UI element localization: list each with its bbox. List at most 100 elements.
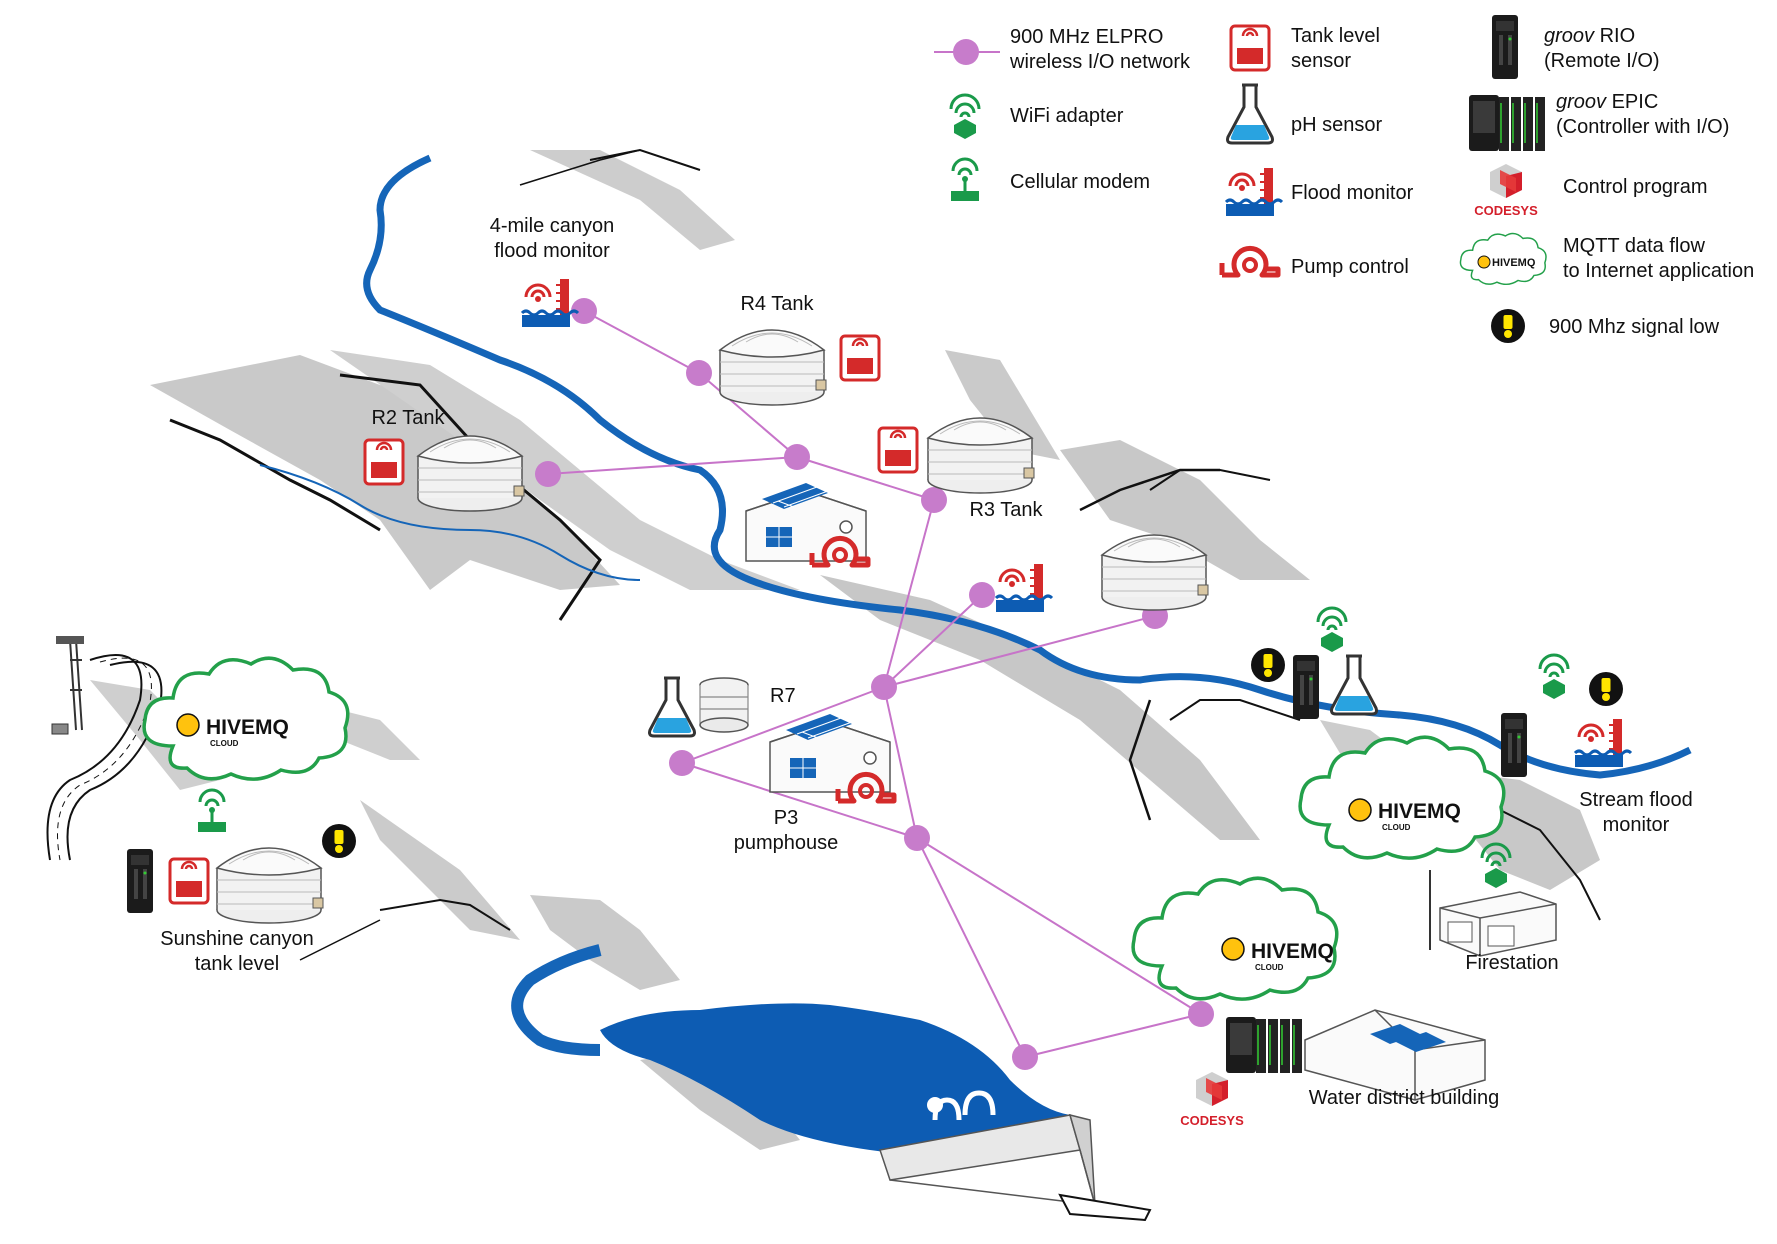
road (66, 660, 163, 861)
alert-icon (1491, 309, 1525, 343)
legend-network-swatch (953, 39, 979, 65)
cloud-icon (1298, 735, 1506, 860)
network-node (871, 674, 897, 700)
tank-level-sensor-icon (168, 857, 210, 905)
network-node (969, 582, 995, 608)
cell-tower (51, 636, 84, 735)
legend-rio-groov: groov (1544, 25, 1595, 47)
flood-monitor-icon (994, 562, 1054, 614)
tank-icon (1101, 534, 1209, 611)
groov-rio-icon (127, 849, 153, 913)
label-canyon-2: flood monitor (494, 240, 610, 262)
hill (820, 575, 1260, 840)
alert-icon (1251, 648, 1285, 682)
hivemq-sub: CLOUD (1255, 963, 1284, 972)
river-tributary (259, 464, 641, 581)
legend-wifi: WiFi adapter (1010, 105, 1124, 127)
label-sunshine-2: tank level (195, 953, 280, 975)
ridge (519, 149, 641, 186)
legend-flood: Flood monitor (1291, 182, 1414, 204)
legend-rio-2: (Remote I/O) (1544, 50, 1660, 72)
cellular-modem-icon (949, 157, 981, 203)
hivemq-logo: HIVEMQ CLOUD (1221, 937, 1334, 972)
hill (530, 150, 735, 250)
tank-icon (719, 329, 827, 406)
legend-epic-italic: groov EPIC (1556, 91, 1658, 113)
label-pumphouse: pumphouse (734, 832, 839, 854)
network-node (669, 750, 695, 776)
legend-rio-name: RIO (1594, 25, 1635, 47)
legend-rio-italic: groov RIO (1544, 25, 1635, 47)
river-main (363, 154, 1692, 779)
groov-rio-icon (1492, 15, 1518, 79)
legend-tank-level-1: Tank level (1291, 25, 1380, 47)
flood-monitor-icon (520, 277, 580, 329)
legend-tank-level-2: sensor (1291, 50, 1351, 72)
wireless-network (547, 310, 1202, 1058)
hill (330, 350, 800, 590)
label-stream-1: Stream flood (1579, 789, 1692, 811)
cellular-modem-icon (196, 788, 228, 834)
hivemq-sub: CLOUD (1382, 823, 1411, 832)
tank-level-sensor-icon (877, 426, 919, 474)
ridge (1169, 699, 1301, 721)
label-r4-tank: R4 Tank (740, 293, 814, 315)
ridge (379, 898, 511, 931)
groov-rio-icon (1501, 713, 1527, 777)
network-node (921, 487, 947, 513)
water-district-building (1304, 1009, 1486, 1101)
waterways (259, 154, 1692, 1222)
ph-sensor-icon (1330, 654, 1378, 716)
ridge (1479, 799, 1601, 921)
legend-mqtt-1: MQTT data flow (1563, 235, 1705, 257)
tank-level-sensor-icon (1229, 24, 1271, 72)
ph-sensor-icon (1226, 83, 1274, 145)
pump-control-icon (1222, 248, 1278, 275)
hivemq-logo: HIVEMQ CLOUD (1348, 798, 1461, 832)
hivemq-brand: HIVEMQ (206, 716, 289, 739)
network-node (904, 825, 930, 851)
r7-tank-icon (699, 677, 749, 733)
label-canyon-1: 4-mile canyon (490, 215, 615, 237)
hivemq-sub: CLOUD (210, 739, 239, 748)
tank-level-sensor-icon (363, 438, 405, 486)
legend-epic-2: (Controller with I/O) (1556, 116, 1729, 138)
ridge (169, 418, 381, 532)
label-firestation: Firestation (1465, 952, 1558, 974)
legend-cellular: Cellular modem (1010, 171, 1150, 193)
legend-network-1: 900 MHz ELPRO (1010, 26, 1163, 48)
tank-icon (417, 435, 525, 512)
tank-icon (216, 847, 324, 924)
ridge (1149, 469, 1271, 491)
p3-pumphouse-building (769, 713, 891, 793)
river-inlet (511, 944, 602, 1056)
wifi-adapter-icon (1538, 653, 1570, 701)
alert-icon (322, 824, 356, 858)
network-node (686, 360, 712, 386)
network-node (1012, 1044, 1038, 1070)
network-node (784, 444, 810, 470)
flood-monitor-icon (1224, 166, 1284, 218)
codesys-brand: CODESYS (1474, 203, 1538, 218)
legend-epic-groov: groov (1556, 91, 1607, 113)
spillway-pipes (927, 1090, 996, 1121)
hivemq-logo: HIVEMQ CLOUD (176, 713, 289, 748)
label-p3: P3 (774, 807, 798, 829)
ridge (299, 919, 381, 961)
groov-epic-icon (1468, 94, 1546, 152)
label-sunshine-1: Sunshine canyon (160, 928, 313, 950)
codesys-icon (1490, 164, 1522, 198)
tank-level-sensor-icon (839, 334, 881, 382)
label-r7: R7 (770, 685, 796, 707)
legend: 900 MHz ELPRO wireless I/O network WiFi … (934, 15, 1754, 343)
network-node (1188, 1001, 1214, 1027)
wifi-adapter-icon (949, 93, 981, 141)
legend-control: Control program (1563, 176, 1708, 198)
hill (360, 800, 520, 940)
legend-epic-name: EPIC (1606, 91, 1658, 113)
label-r2-tank: R2 Tank (371, 407, 445, 429)
legend-signal-low: 900 Mhz signal low (1549, 316, 1720, 338)
network-node (535, 461, 561, 487)
terrain (46, 148, 1601, 1150)
network-node (571, 298, 597, 324)
